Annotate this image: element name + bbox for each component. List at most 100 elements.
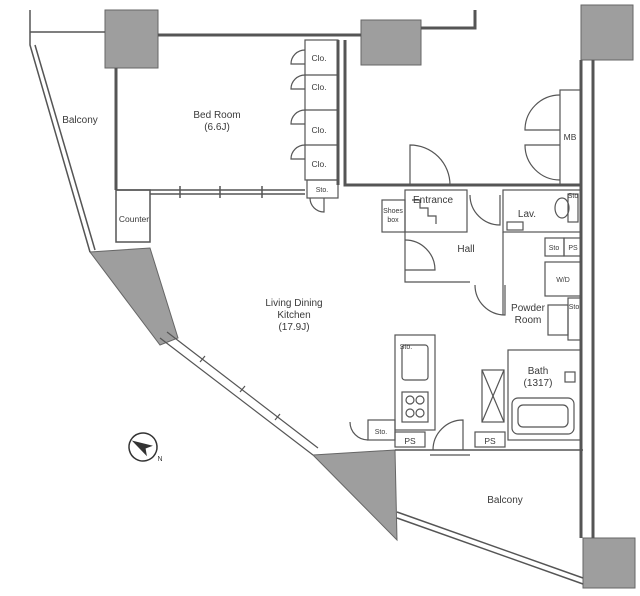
ps-left-box <box>394 431 426 448</box>
kitchen-counter <box>394 334 436 431</box>
hall-door-arc <box>404 239 436 271</box>
burner-3 <box>405 408 415 418</box>
compass-needle-icon <box>131 440 153 457</box>
ldk-label-line2: Kitchen <box>277 310 310 321</box>
bed-room-label: Bed Room <box>193 110 240 121</box>
hall-storage-label: Sto <box>549 245 560 252</box>
counter-label: Counter <box>119 214 149 224</box>
bath-label: Bath <box>528 366 549 377</box>
ps-hall-label: PS <box>568 245 578 252</box>
bathtub <box>511 397 575 435</box>
bath-area <box>481 349 582 441</box>
balcony-upper-outline <box>29 10 105 253</box>
column-top-right <box>580 4 634 61</box>
kitchen-stove <box>401 391 429 423</box>
toilet-tank <box>567 193 579 223</box>
balcony-lower-rail <box>396 511 584 579</box>
ldk-size-label: (17.9J) <box>278 322 309 333</box>
balcony-lower-rail-inner <box>396 517 584 585</box>
column-bottom-wedge <box>311 449 398 542</box>
mb-door-arc-1 <box>524 94 561 131</box>
shoes-box-label-line2: box <box>387 217 399 224</box>
wd-label: W/D <box>556 277 570 284</box>
bath-size-label: (1317) <box>524 378 553 389</box>
hall-label: Hall <box>457 244 474 255</box>
closet-door-arc-2 <box>290 74 306 90</box>
wall-corridor <box>343 40 581 187</box>
shoes-box <box>381 199 406 233</box>
kitchen <box>349 334 506 456</box>
entrance-hall <box>381 144 504 315</box>
shoes-box-label-line1: Shoes <box>383 208 403 215</box>
closets <box>290 39 339 213</box>
kitchen-storage-label: Sto. <box>400 344 413 351</box>
balcony-door-arc <box>432 419 464 451</box>
balcony-upper-label: Balcony <box>62 115 98 126</box>
bathtub-inner <box>517 404 569 428</box>
closet-door-arc-4 <box>290 144 306 160</box>
utility <box>474 237 582 341</box>
closet-label-1: Clo. <box>311 53 326 63</box>
balcony-lower-outline <box>395 449 584 585</box>
burner-4 <box>415 408 425 418</box>
ps-right-label: PS <box>484 436 496 446</box>
entrance-label: Entrance <box>413 195 453 206</box>
hall-wall <box>404 232 470 283</box>
labels: Balcony Bed Room (6.6J) Living Dining Ki… <box>62 53 579 506</box>
balcony-upper-edge <box>29 32 91 253</box>
lav-label: Lav. <box>518 209 536 220</box>
lav-sink <box>506 221 524 231</box>
compass-north-label: N <box>157 456 162 463</box>
powder-door-arc <box>474 284 506 316</box>
bottom-storage-label: Sto. <box>375 429 388 436</box>
toilet-bowl <box>554 197 570 219</box>
window-wall-living <box>159 331 319 456</box>
closet-door-arc-3 <box>290 109 306 125</box>
balcony-upper-edge-inner <box>34 44 96 251</box>
mb-box <box>559 89 582 186</box>
entrance-steps <box>412 199 437 224</box>
closet-label-2: Clo. <box>311 82 326 92</box>
mb-closet <box>524 89 582 186</box>
lav-door-arc <box>469 194 501 226</box>
powder-storage-label: Sto <box>569 304 580 311</box>
mb-door-arc-2 <box>524 144 561 181</box>
powder-room-label-line2: Room <box>515 315 542 326</box>
ps-left-label: PS <box>404 436 416 446</box>
kitchen-sink <box>401 344 429 381</box>
powder-room-label-line1: Powder <box>511 303 546 314</box>
closet-label-3: Clo. <box>311 125 326 135</box>
bath-box <box>507 349 582 441</box>
counter-box <box>115 189 151 243</box>
burner-2 <box>415 395 425 405</box>
bed-room-size-label: (6.6J) <box>204 122 230 133</box>
column-bottom-right <box>582 537 636 589</box>
lav-box <box>502 189 582 233</box>
bath-shelf <box>481 369 505 423</box>
compass <box>128 432 158 462</box>
closet-door-arc-1 <box>290 49 306 65</box>
column-top-left <box>104 9 159 69</box>
ldk-label-line1: Living Dining <box>265 298 322 309</box>
kitchen-storage-box <box>367 419 396 441</box>
structural-columns <box>89 4 636 589</box>
balcony-lower-label: Balcony <box>487 495 523 506</box>
bed-storage-label: Sto. <box>316 187 329 194</box>
mb-label: MB <box>564 132 577 142</box>
bath-shelf-cross-2 <box>481 369 505 423</box>
ps-hall-box <box>563 237 582 257</box>
bath-faucet <box>564 371 576 383</box>
burner-1 <box>405 395 415 405</box>
bed-storage-box <box>306 179 339 199</box>
powder-sink <box>547 304 569 336</box>
column-top-middle <box>360 19 422 66</box>
wd-box <box>544 261 582 297</box>
kitchen-storage-door-arc <box>349 421 369 441</box>
window-mullion-1 <box>199 355 206 363</box>
bed-room-partition <box>116 186 305 198</box>
window-mullion-2 <box>239 385 246 393</box>
column-left-wedge <box>89 247 179 346</box>
lav-storage-label: Sto <box>568 193 579 200</box>
window-mullion-3 <box>274 413 281 421</box>
